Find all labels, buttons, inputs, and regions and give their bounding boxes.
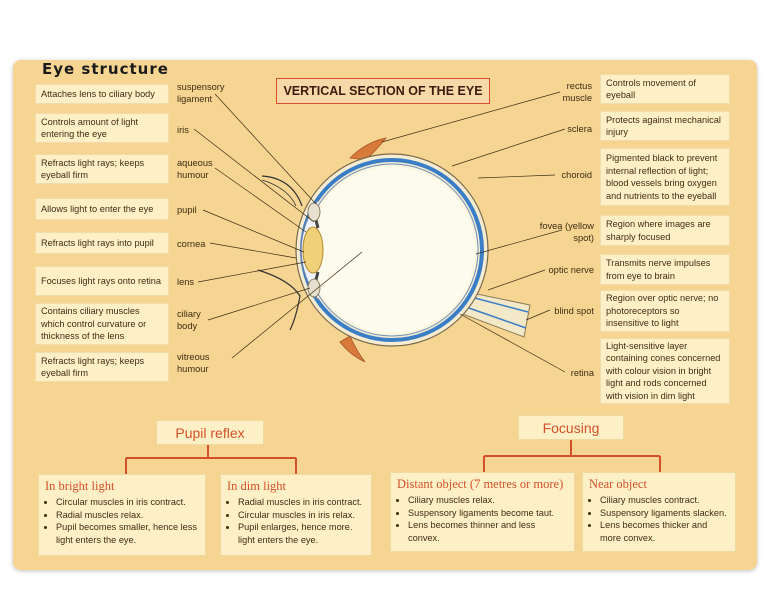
bright-light-point: Pupil becomes smaller, hence less light … bbox=[56, 521, 199, 546]
label-vitreous-humour: vitreous humour bbox=[177, 352, 210, 374]
distant-object-point: Suspensory ligaments become taut. bbox=[408, 507, 568, 520]
pupil-reflex-heading: Pupil reflex bbox=[156, 420, 264, 445]
focusing-heading: Focusing bbox=[518, 415, 624, 440]
near-object-point: Suspensory ligaments slacken. bbox=[600, 507, 729, 520]
dim-light-point: Radial muscles in iris contract. bbox=[238, 496, 365, 509]
label-cornea: cornea bbox=[177, 239, 206, 249]
near-object-title: Near object bbox=[589, 477, 647, 491]
label-iris: iris bbox=[177, 125, 189, 135]
function-box-retina: Light-sensitive layer containing cones c… bbox=[600, 338, 730, 404]
label-retina: retina bbox=[570, 368, 594, 378]
distant-object-note: Distant object (7 metres or more) Ciliar… bbox=[390, 472, 575, 552]
rectus-muscle-top bbox=[349, 137, 387, 161]
label-blind-spot: blind spot bbox=[554, 306, 594, 316]
dim-light-note: In dim light Radial muscles in iris cont… bbox=[220, 474, 372, 556]
bright-light-note: In bright light Circular muscles in iris… bbox=[38, 474, 206, 556]
distant-object-point: Lens becomes thinner and less convex. bbox=[408, 519, 568, 544]
near-object-point: Lens becomes thicker and more convex. bbox=[600, 519, 729, 544]
near-object-point: Ciliary muscles contract. bbox=[600, 494, 729, 507]
lower-eyelid bbox=[257, 269, 301, 331]
dim-light-point: Circular muscles in iris relax. bbox=[238, 509, 365, 522]
bright-light-point: Circular muscles in iris contract. bbox=[56, 496, 199, 509]
dim-light-point: Pupil enlarges, hence more. light enters… bbox=[238, 521, 365, 546]
dim-light-title: In dim light bbox=[227, 479, 287, 493]
distant-object-point: Ciliary muscles relax. bbox=[408, 494, 568, 507]
function-box-optic-nerve: Transmits nerve impulses from eye to bra… bbox=[600, 254, 730, 285]
function-box-pupil: Allows light to enter the eye bbox=[35, 198, 169, 220]
bright-light-point: Radial muscles relax. bbox=[56, 509, 199, 522]
function-box-vitreous-humour: Refracts light rays; keeps eyeball firm bbox=[35, 352, 169, 382]
label-aqueous-humour: aqueous humour bbox=[177, 158, 213, 180]
label-lens: lens bbox=[177, 277, 195, 287]
label-choroid: choroid bbox=[561, 170, 593, 180]
label-fovea: fovea (yellow spot) bbox=[539, 221, 594, 243]
distant-object-title: Distant object (7 metres or more) bbox=[397, 477, 564, 491]
label-ciliary-body: ciliary body bbox=[177, 309, 201, 331]
diagram-title: VERTICAL SECTION OF THE EYE bbox=[276, 78, 490, 104]
function-box-fovea: Region where images are sharply focused bbox=[600, 215, 730, 246]
upper-eyelid bbox=[261, 175, 303, 207]
function-box-lens: Focuses light rays onto retina bbox=[35, 266, 169, 296]
function-box-iris: Controls amount of light entering the ey… bbox=[35, 113, 169, 143]
function-box-aqueous-humour: Refracts light rays; keeps eyeball firm bbox=[35, 154, 169, 184]
function-box-ciliary-body: Contains ciliary muscles which control c… bbox=[35, 303, 169, 345]
lens-shape bbox=[302, 226, 324, 274]
near-object-note: Near object Ciliary muscles contract. Su… bbox=[582, 472, 736, 552]
label-sclera: sclera bbox=[567, 124, 592, 134]
rectus-muscle-bottom bbox=[339, 335, 366, 363]
label-pupil: pupil bbox=[177, 205, 197, 215]
function-box-cornea: Refracts light rays into pupil bbox=[35, 232, 169, 254]
ciliary-body-bottom bbox=[307, 278, 321, 298]
function-box-rectus-muscle: Controls movement of eyeball bbox=[600, 74, 730, 104]
label-suspensory-ligament: suspensory ligament bbox=[177, 82, 225, 104]
label-optic-nerve: optic nerve bbox=[548, 265, 594, 275]
function-box-sclera: Protects against mechanical injury bbox=[600, 111, 730, 141]
ciliary-body-top bbox=[307, 202, 321, 222]
bright-light-title: In bright light bbox=[45, 479, 115, 493]
function-box-choroid: Pigmented black to prevent internal refl… bbox=[600, 148, 730, 206]
label-rectus-muscle: rectus muscle bbox=[562, 81, 592, 103]
function-box-suspensory-ligament: Attaches lens to ciliary body bbox=[35, 84, 169, 104]
function-box-blind-spot: Region over optic nerve; no photorecepto… bbox=[600, 290, 730, 332]
page-title: Eye structure bbox=[42, 60, 169, 78]
